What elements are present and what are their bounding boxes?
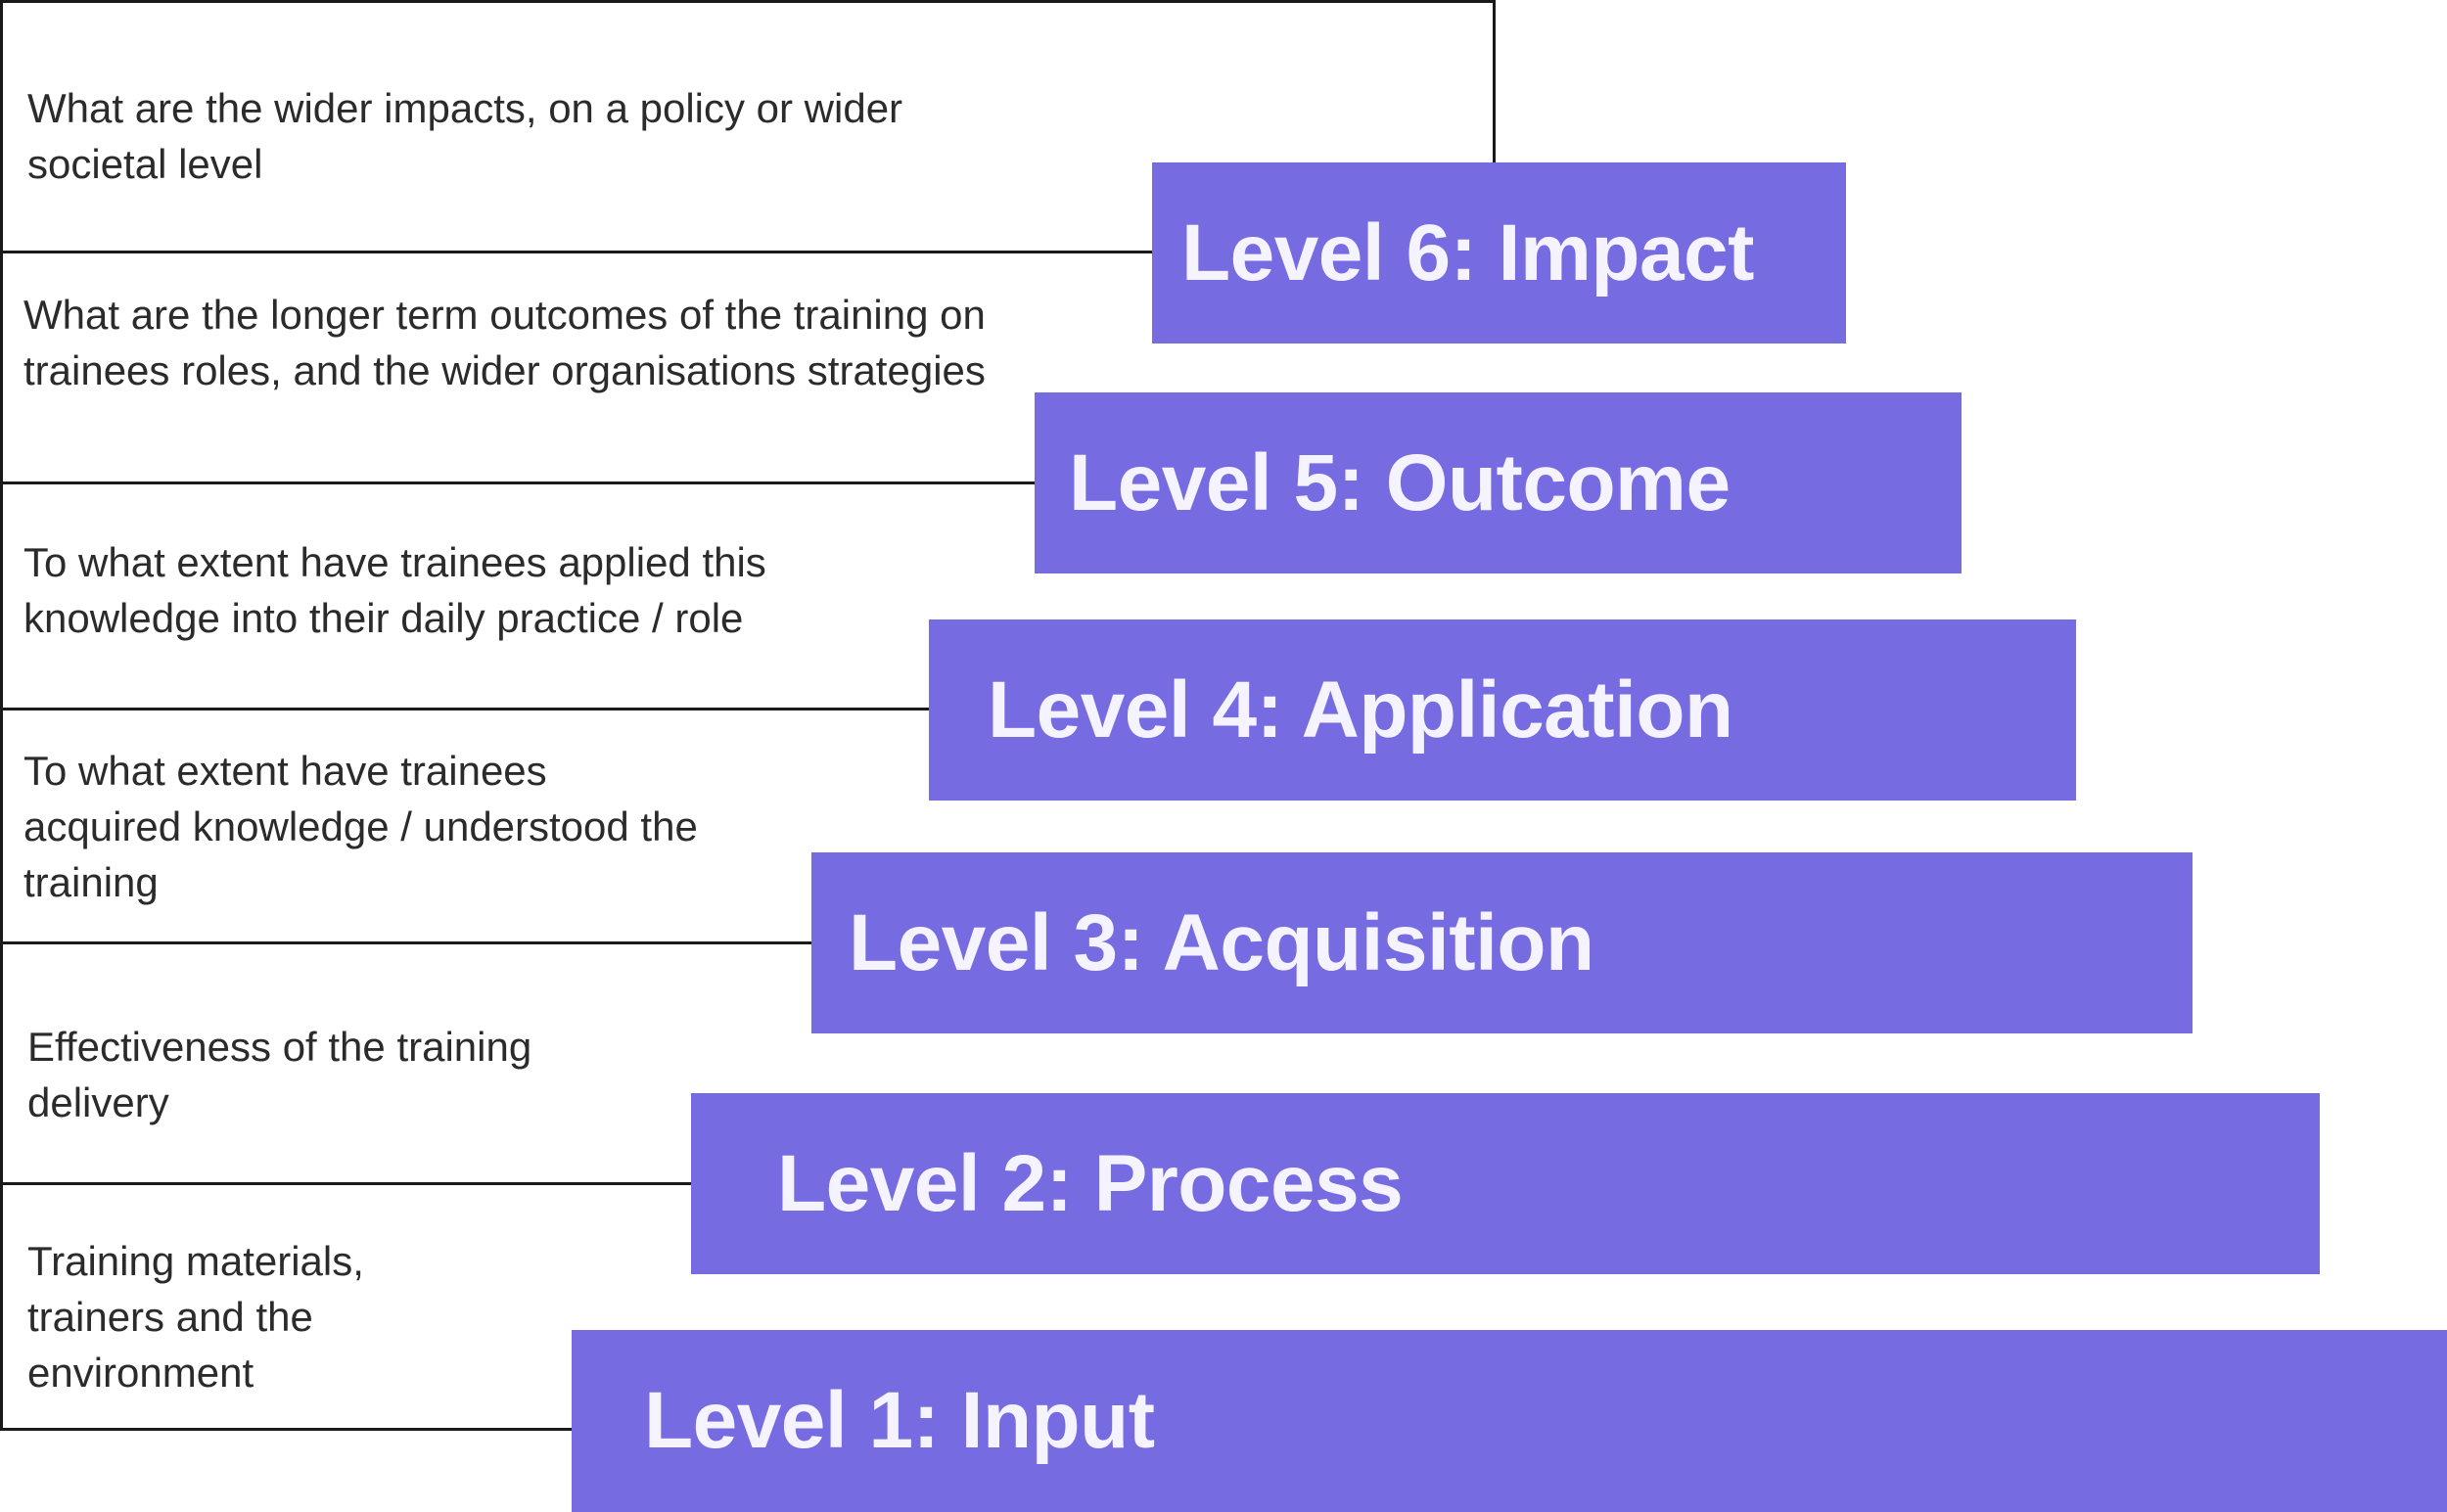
level-2-label: Level 2: Process bbox=[777, 1138, 1404, 1228]
level-4-box: Level 4: Application bbox=[929, 619, 2076, 801]
level-5-label: Level 5: Outcome bbox=[1069, 437, 1731, 527]
level-4-description: To what extent have trainees applied thi… bbox=[23, 539, 766, 641]
level-3-label: Level 3: Acquisition bbox=[849, 897, 1594, 987]
level-6-label: Level 6: Impact bbox=[1181, 207, 1754, 298]
level-1-label: Level 1: Input bbox=[644, 1376, 1155, 1465]
level-4-label: Level 4: Application bbox=[988, 664, 1733, 755]
frame-right-line bbox=[1493, 0, 1496, 162]
level-1-box: Level 1: Input bbox=[572, 1330, 2447, 1512]
level-3-box: Level 3: Acquisition bbox=[811, 852, 2193, 1033]
level-5-box: Level 5: Outcome bbox=[1035, 392, 1962, 573]
divider-line-6-5 bbox=[0, 251, 1152, 253]
frame-bottom-line bbox=[0, 1428, 572, 1431]
level-1-description: Training materials, trainers and the env… bbox=[27, 1238, 364, 1396]
divider-line-3-2 bbox=[0, 941, 811, 944]
level-2-description: Effectiveness of the training delivery bbox=[27, 1024, 532, 1125]
divider-line-5-4 bbox=[0, 481, 1035, 484]
divider-line-4-3 bbox=[0, 708, 929, 710]
frame-top-line bbox=[0, 0, 1496, 3]
level-2-box: Level 2: Process bbox=[691, 1093, 2320, 1274]
divider-line-2-1 bbox=[0, 1182, 691, 1185]
frame-left-line bbox=[0, 0, 3, 1431]
level-6-description: What are the wider impacts, on a policy … bbox=[27, 85, 903, 187]
level-5-description: What are the longer term outcomes of the… bbox=[23, 292, 986, 393]
level-6-box: Level 6: Impact bbox=[1152, 162, 1846, 344]
level-3-description: To what extent have trainees acquired kn… bbox=[23, 748, 698, 905]
